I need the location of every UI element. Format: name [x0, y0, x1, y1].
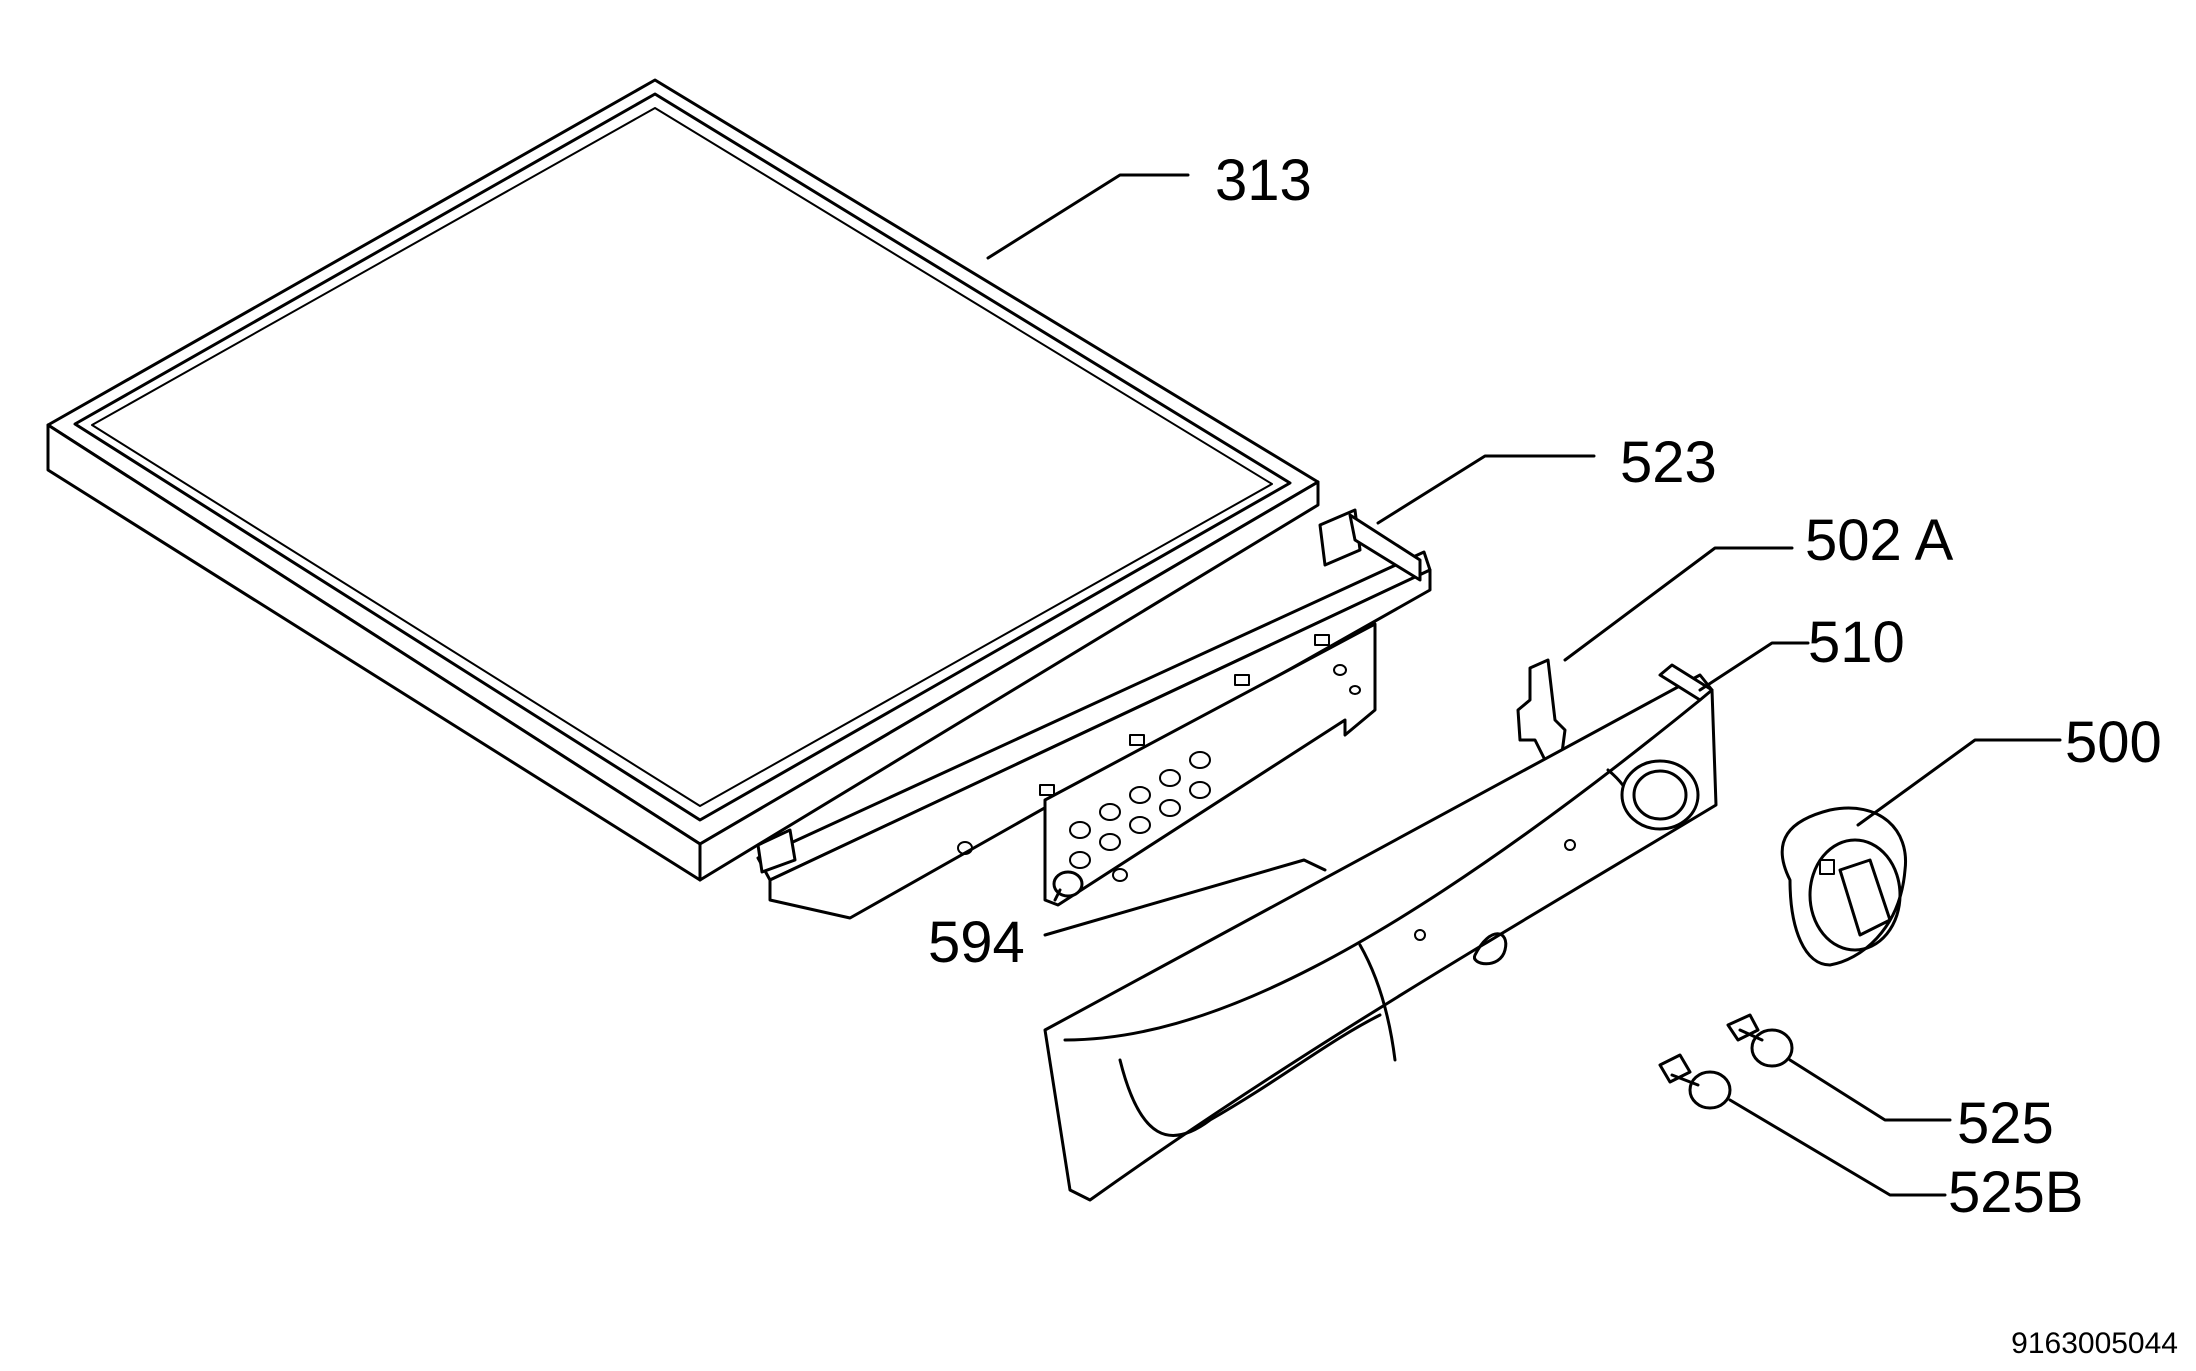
- part-313-top-lid: [46, 78, 1320, 882]
- leader-313: [986, 173, 1190, 260]
- part-525b-button: [1658, 1053, 1732, 1110]
- part-594-clip: [1052, 870, 1084, 902]
- label-500: 500: [2065, 710, 2162, 775]
- drawing-number: 9163005044: [2011, 1327, 2178, 1360]
- leader-523: [1376, 454, 1596, 525]
- leader-525b: [1728, 1098, 1947, 1197]
- label-525b: 525B: [1948, 1160, 2083, 1225]
- label-525: 525: [1957, 1091, 2054, 1156]
- label-502a: 502 A: [1805, 508, 1954, 573]
- leader-594: [1043, 858, 1327, 937]
- part-500-knob: [1780, 806, 1908, 967]
- label-313: 313: [1215, 148, 1312, 213]
- part-523-bracket: [756, 508, 1432, 920]
- leader-lines: [986, 173, 2062, 1197]
- part-510-control-panel: [1043, 663, 1718, 1202]
- leader-500: [1856, 738, 2062, 827]
- leader-510: [1698, 641, 1810, 692]
- label-594: 594: [928, 910, 1025, 975]
- label-523: 523: [1620, 430, 1717, 495]
- part-525-button: [1726, 1013, 1794, 1068]
- leader-525: [1788, 1058, 1952, 1122]
- label-510: 510: [1808, 610, 1905, 675]
- leader-502a: [1563, 546, 1794, 662]
